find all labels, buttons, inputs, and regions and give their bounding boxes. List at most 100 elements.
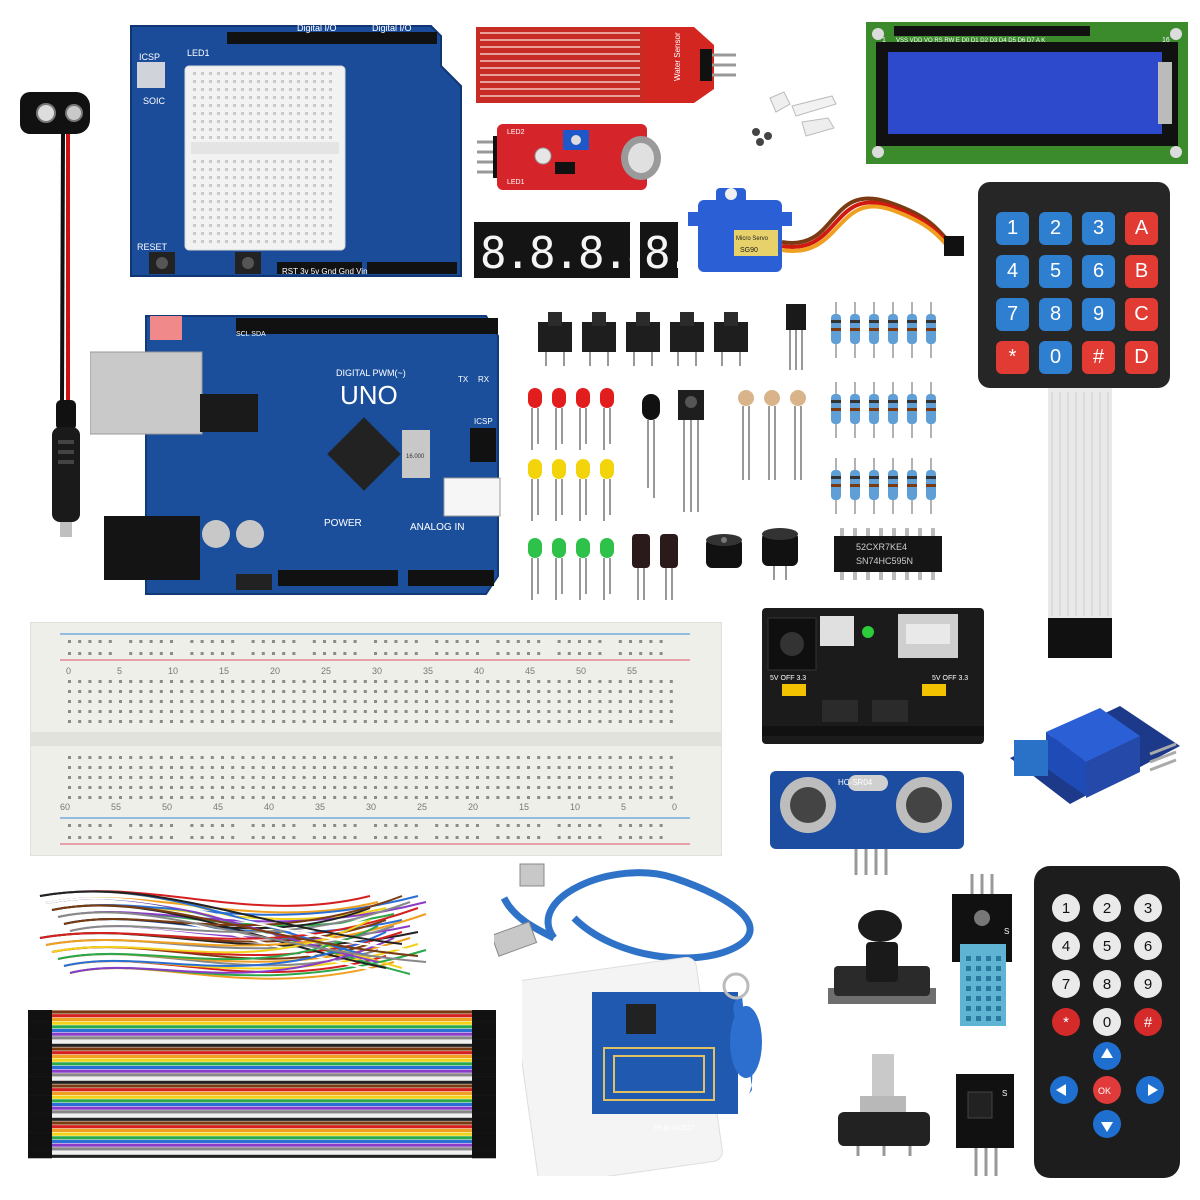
uno-tx-label: TX <box>458 375 469 384</box>
remote-key[interactable]: 8 <box>1093 970 1121 998</box>
keypad-key[interactable]: 2 <box>1039 212 1072 245</box>
uno-power-label: POWER <box>324 518 362 529</box>
breadboard-column-number: 25 <box>417 802 427 812</box>
tactile-button <box>714 322 748 352</box>
keypad-key[interactable]: C <box>1125 298 1158 331</box>
jumper-wire <box>51 919 371 954</box>
remote-key[interactable]: 5 <box>1093 932 1121 960</box>
breadboard-column-number: 0 <box>66 666 71 676</box>
photoresistor <box>790 390 806 406</box>
keypad-key[interactable]: D <box>1125 341 1158 374</box>
sound-led1-label: LED1 <box>507 179 525 186</box>
keypad-key[interactable]: 7 <box>996 298 1029 331</box>
breadboard-column-number: 15 <box>519 802 529 812</box>
jumper-wire <box>69 901 411 933</box>
remote-key[interactable]: 1 <box>1052 894 1080 922</box>
uno-icsp-label: ICSP <box>474 417 493 426</box>
keypad-key[interactable]: * <box>996 341 1029 374</box>
keypad-key[interactable]: 0 <box>1039 341 1072 374</box>
prototype-shield-board <box>130 25 462 277</box>
prototype-shield-labels: Digital I/O Digital I/O ICSP LED1 SOIC R… <box>137 23 412 284</box>
ir-module-pin-label: S <box>1002 1089 1007 1098</box>
jumper-wire <box>69 937 395 974</box>
remote-key[interactable]: 4 <box>1052 932 1080 960</box>
breadboard-column-number: 35 <box>315 802 325 812</box>
photoresistor <box>764 390 780 406</box>
sound-sensor-module: LED1 LED2 <box>477 124 661 190</box>
led-yellow-group <box>528 459 614 521</box>
keypad-key[interactable]: 4 <box>996 255 1029 288</box>
lcd-num-left: 1 <box>882 37 886 44</box>
relay-module <box>1010 706 1180 804</box>
keypad-key[interactable]: A <box>1125 212 1158 245</box>
photoresistor <box>738 390 754 406</box>
usb-cable <box>494 863 754 962</box>
jumper-wire <box>39 890 403 945</box>
jumper-wire <box>39 907 419 940</box>
breadboard-column-number: 5 <box>117 666 122 676</box>
remote-key[interactable]: 3 <box>1134 894 1162 922</box>
keypad-key[interactable]: 1 <box>996 212 1029 245</box>
led <box>528 538 542 558</box>
ir-led-and-receiver <box>642 390 704 512</box>
keypad-key[interactable]: # <box>1082 341 1115 374</box>
breadboard-column-number: 40 <box>264 802 274 812</box>
remote-key[interactable]: # <box>1134 1008 1162 1036</box>
remote-key[interactable]: 2 <box>1093 894 1121 922</box>
breadboard-column-number: 45 <box>213 802 223 812</box>
uno-digital-label: DIGITAL PWM(~) <box>336 368 406 378</box>
tactile-button <box>582 322 616 352</box>
remote-key[interactable]: 0 <box>1093 1008 1121 1036</box>
tactile-button <box>670 322 704 352</box>
buzzers <box>706 528 798 580</box>
rfid-card-and-module: RFID-RC522 <box>522 956 762 1176</box>
breadboard-column-number: 10 <box>168 666 178 676</box>
breadboard-column-number: 30 <box>372 666 382 676</box>
tactile-button <box>538 322 572 352</box>
led-red-group <box>528 388 614 450</box>
one-digit-display-text: 8. <box>644 228 678 278</box>
led <box>552 459 566 479</box>
led <box>600 388 614 408</box>
potentiometer <box>838 1054 930 1156</box>
remote-key[interactable]: 9 <box>1134 970 1162 998</box>
power-module-right-label: 5V OFF 3.3 <box>932 675 968 682</box>
ultrasonic-label: HC-SR04 <box>838 778 873 787</box>
uno-scl-sda: SCL SDA <box>236 331 266 338</box>
uno-osc-label: 16.000 <box>406 454 425 460</box>
remote-ok-button <box>1093 1076 1121 1104</box>
uno-title: UNO <box>340 380 398 410</box>
breadboard-power-module: 5V OFF 3.3 5V OFF 3.3 <box>762 608 984 744</box>
servo-sg90: Micro Servo SG90 <box>688 188 964 272</box>
keypad-key[interactable]: 6 <box>1082 255 1115 288</box>
jumper-wire <box>63 931 387 967</box>
jumper-wire <box>57 911 427 963</box>
jumper-wire <box>45 897 411 951</box>
remote-key[interactable]: 7 <box>1052 970 1080 998</box>
battery-snap-cable <box>20 92 90 537</box>
keypad-key[interactable]: 8 <box>1039 298 1072 331</box>
led <box>600 459 614 479</box>
transistor-and-photoresistors <box>738 304 806 480</box>
keypad-key[interactable]: 5 <box>1039 255 1072 288</box>
dht11-sensor-module: S <box>952 874 1012 1026</box>
breadboard-column-number: 10 <box>570 802 580 812</box>
led <box>600 538 614 558</box>
keypad-key[interactable]: 9 <box>1082 298 1115 331</box>
tactile-button <box>626 322 660 352</box>
shield-led1-label: LED1 <box>187 48 210 58</box>
keypad-key[interactable]: 3 <box>1082 212 1115 245</box>
remote-key[interactable]: 6 <box>1134 932 1162 960</box>
remote-key[interactable]: * <box>1052 1008 1080 1036</box>
keypad-key[interactable]: B <box>1125 255 1158 288</box>
breadboard-column-number: 20 <box>270 666 280 676</box>
joystick-module <box>828 910 936 1004</box>
water-sensor-label: Water Sensor <box>673 32 682 81</box>
breadboard-column-number: 35 <box>423 666 433 676</box>
breadboard-column-number: 60 <box>60 802 70 812</box>
dupont-ribbon-cable <box>28 1010 496 1159</box>
